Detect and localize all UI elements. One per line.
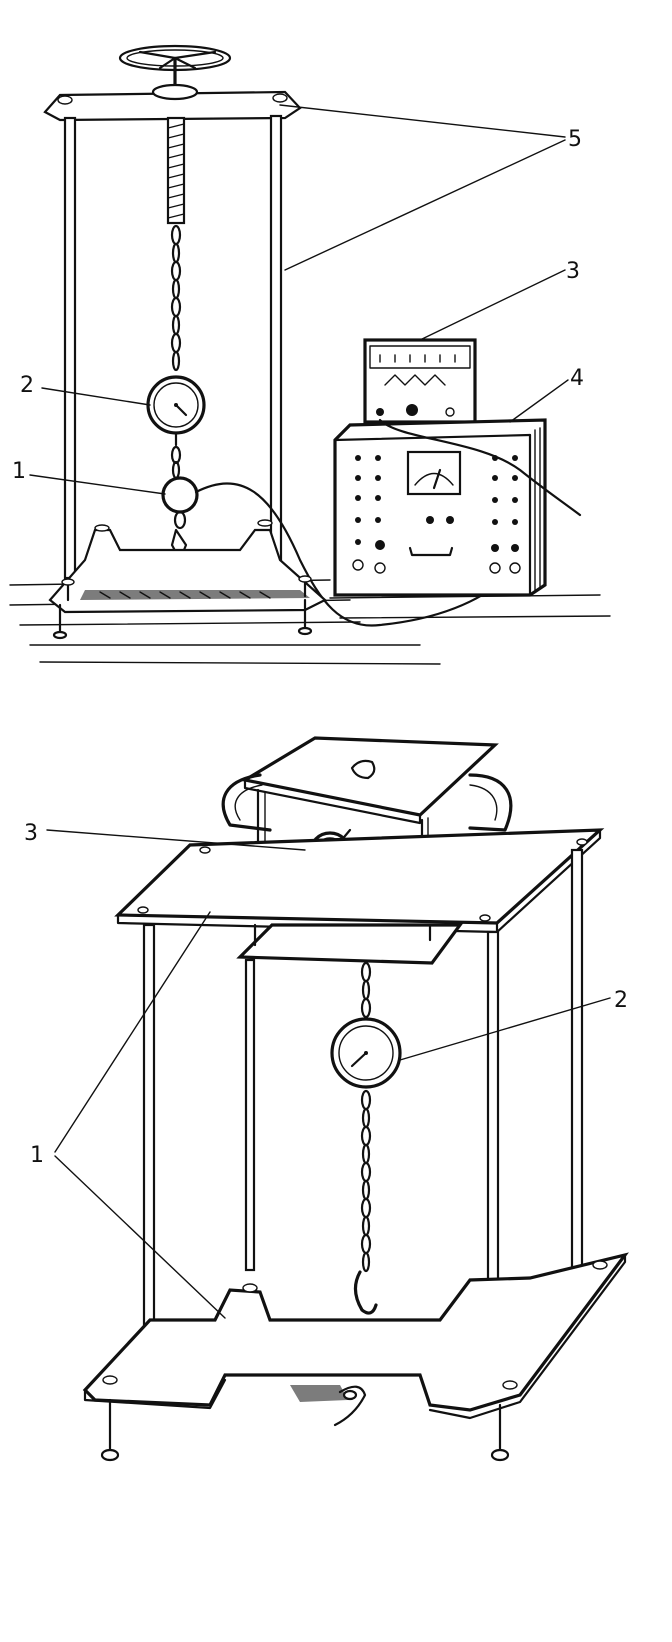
recording-instrument: [363, 338, 477, 424]
callout-1-bottom: 1: [30, 1143, 44, 1168]
top-crossbar: [43, 83, 302, 122]
control-console: [333, 418, 547, 597]
top-apparatus-figure: 2 1 3 4 5: [0, 0, 672, 680]
main-top-plate: [114, 828, 605, 934]
callout-2-top: 2: [20, 373, 34, 398]
bottom-chain-upper: [360, 961, 372, 1019]
sensor-cable: [194, 482, 517, 627]
upper-loading-plate: [221, 736, 513, 894]
bottom-apparatus-figure: 3 2 1: [0, 680, 672, 1642]
bottom-leader-lines: [46, 829, 611, 1319]
bottom-chain-lower: [353, 1089, 378, 1315]
callout-labels: 2 1 3 4 5: [12, 127, 584, 484]
callout-1-top: 1: [12, 459, 26, 484]
bottom-apparatus-drawing: 3 2 1: [24, 736, 629, 1462]
callout-3-bottom: 3: [24, 821, 38, 846]
leader-lines: [29, 104, 569, 495]
callout-5-top: 5: [568, 127, 582, 152]
handwheel: [118, 44, 232, 94]
callout-4-top: 4: [570, 366, 584, 391]
bottom-base-plate: [82, 1252, 629, 1462]
chain-upper: [170, 224, 182, 372]
callout-3-top: 3: [566, 259, 580, 284]
bottom-callout-labels: 3 2 1: [24, 821, 628, 1168]
instrument-cable: [378, 418, 582, 517]
callout-2-bottom: 2: [614, 988, 628, 1013]
dynamometer-dial: [146, 375, 206, 447]
chain-lower: [170, 445, 182, 480]
bottom-dynamometer-dial: [330, 1017, 402, 1089]
load-sensor: [161, 476, 199, 562]
lead-screw: [166, 116, 186, 225]
top-apparatus-drawing: 2 1 3 4 5: [9, 44, 611, 665]
suspension-plate: [236, 923, 464, 965]
frame-base: [48, 519, 327, 640]
